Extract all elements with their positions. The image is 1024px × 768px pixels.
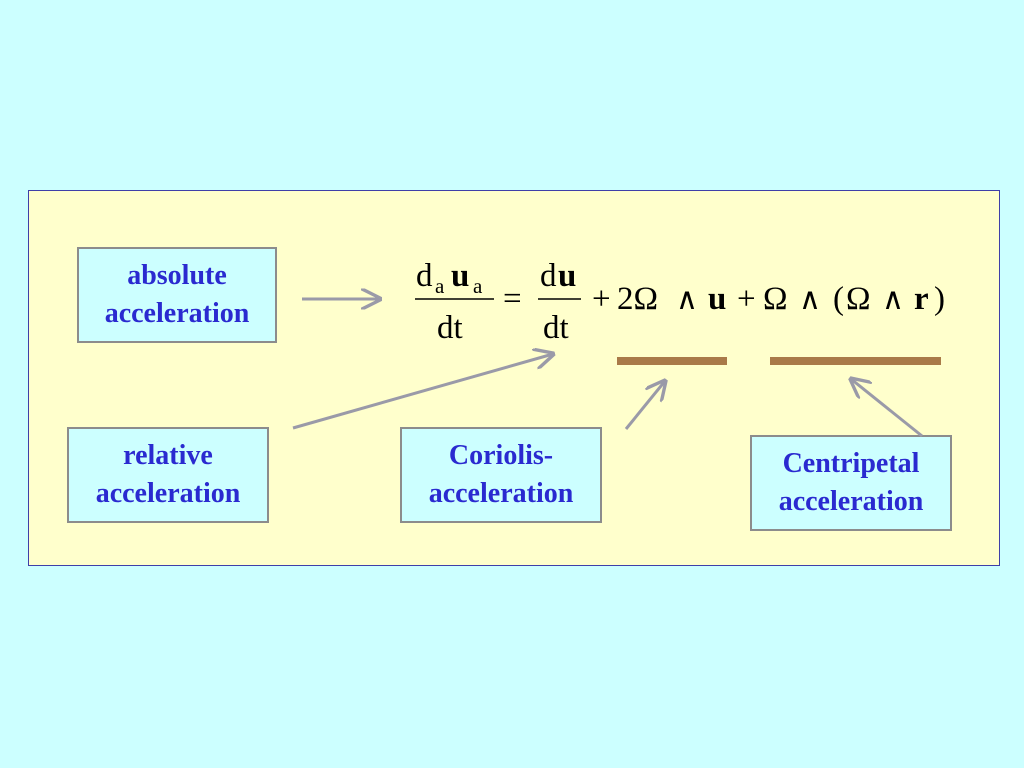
wedge-1: ∧ (676, 283, 698, 316)
centripetal-term-underline (770, 357, 941, 365)
absolute-acceleration-label: absolute acceleration (77, 247, 277, 343)
label-line: absolute (127, 260, 227, 291)
lhs-denominator: dt (437, 310, 463, 346)
paren-close: ) (934, 281, 945, 317)
arrow-relative-to-du-dt (292, 354, 553, 430)
coriolis-acceleration-label: Coriolis- acceleration (400, 427, 602, 523)
two-omega: 2Ω (617, 281, 658, 317)
wedge-3: ∧ (882, 283, 904, 316)
u-vector: u (708, 281, 726, 317)
lhs-numerator-sub-a: a (435, 274, 445, 298)
label-line: relative (123, 440, 213, 471)
r-vector: r (914, 281, 929, 317)
label-line: acceleration (428, 478, 574, 509)
centripetal-acceleration-label: Centripetal acceleration (750, 435, 952, 531)
wedge-2: ∧ (799, 283, 821, 316)
label-line: acceleration (104, 298, 250, 329)
rhs-denominator: dt (543, 310, 569, 346)
omega-2: Ω (846, 281, 871, 317)
coriolis-term-underline (617, 357, 727, 365)
paren-open: ( (833, 281, 844, 317)
label-line: Coriolis- (448, 440, 554, 471)
lhs-numerator-sub-a2: a (473, 274, 483, 298)
label-line: acceleration (778, 486, 924, 517)
omega-1: Ω (763, 281, 788, 317)
arrow-coriolis-to-bar (624, 381, 665, 430)
arrow-centripetal-to-bar (851, 379, 923, 438)
plus-sign-1: + (592, 281, 611, 317)
lhs-numerator-u: u (451, 258, 469, 294)
equals-sign: = (503, 281, 522, 317)
lhs-numerator-d: d (416, 258, 433, 294)
label-line: Centripetal (782, 448, 920, 479)
label-line: acceleration (95, 478, 241, 509)
rhs-numerator-u: u (558, 258, 576, 294)
plus-sign-2: + (737, 281, 756, 317)
relative-acceleration-label: relative acceleration (67, 427, 269, 523)
rhs-numerator-d: d (540, 258, 557, 294)
